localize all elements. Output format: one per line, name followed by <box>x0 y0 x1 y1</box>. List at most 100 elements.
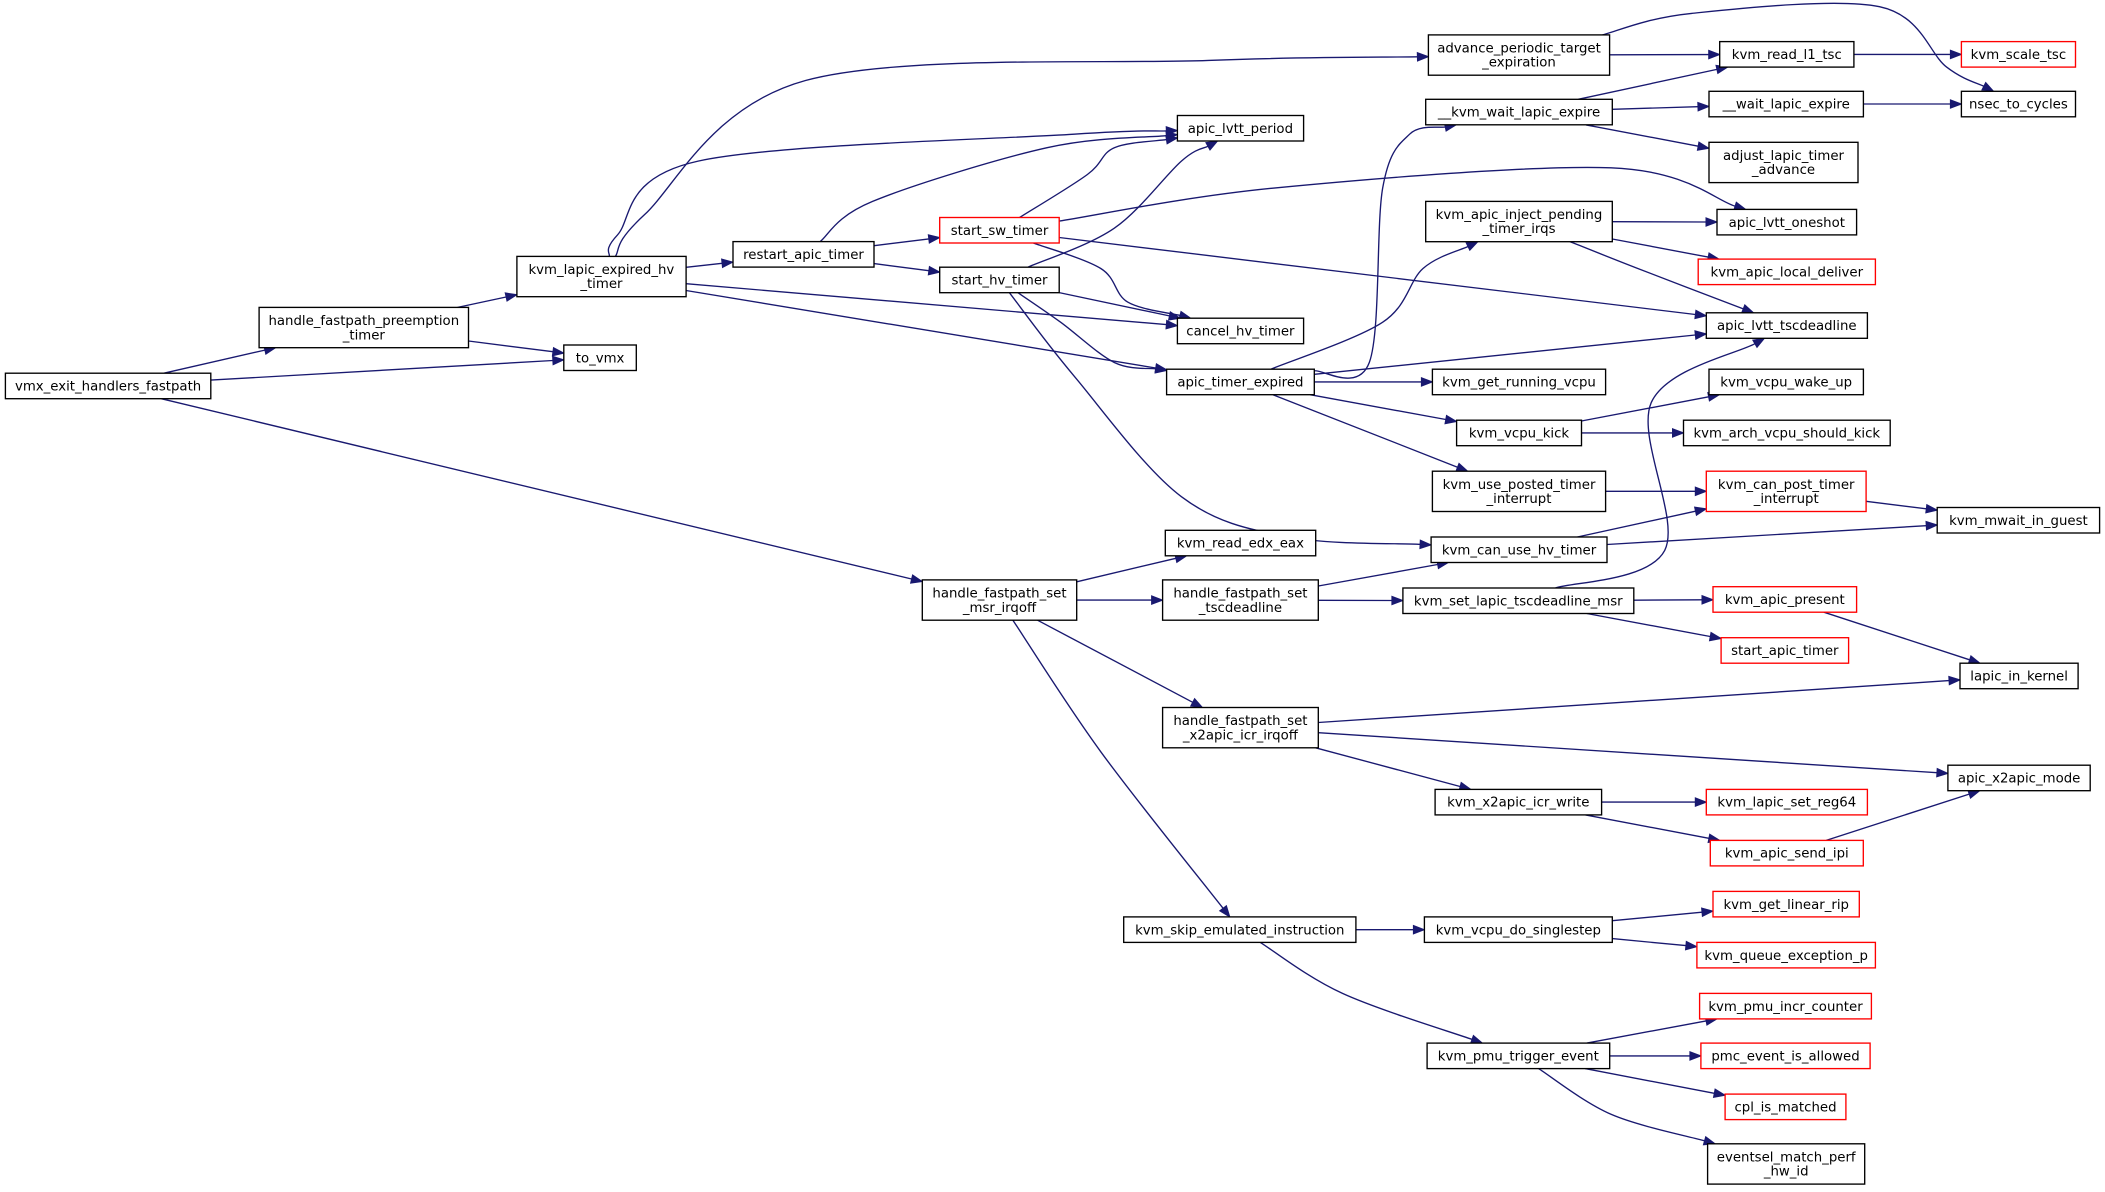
edge-arrowhead <box>1740 304 1755 314</box>
node-kvm_apic_send_ipi[interactable]: kvm_apic_send_ipi <box>1709 839 1864 867</box>
edge-arrowhead <box>1465 240 1480 252</box>
node-handle_fastpath_set_x2apic_icr_irqoff[interactable]: handle_fastpath_set_x2apic_icr_irqoff <box>1161 706 1319 749</box>
edge-handle_fastpath_set_msr_irqoff-to-handle_fastpath_set_tscdeadline <box>1076 595 1165 606</box>
edge-line <box>685 283 1167 326</box>
edge-start_hv_timer-to-apic_timer_expired <box>1017 292 1168 374</box>
node-label: kvm_skip_emulated_instruction <box>1135 923 1344 938</box>
node-box <box>1427 34 1611 76</box>
node-kvm_mwait_in_guest[interactable]: kvm_mwait_in_guest <box>1936 506 2101 534</box>
node-kvm_apic_inject_pending_timer_irqs[interactable]: kvm_apic_inject_pending_timer_irqs <box>1425 200 1613 243</box>
edge-line <box>1555 343 1756 589</box>
node-box <box>1434 788 1603 816</box>
node-kvm_queue_exception_p[interactable]: kvm_queue_exception_p <box>1696 941 1877 969</box>
node-kvm_set_lapic_tscdeadline_msr[interactable]: kvm_set_lapic_tscdeadline_msr <box>1402 587 1635 615</box>
edge-arrowhead <box>1694 309 1708 320</box>
node-eventsel_match_perf_hw_id[interactable]: eventsel_match_perf_hw_id <box>1706 1143 1866 1185</box>
edge-line <box>1076 557 1177 583</box>
edge-arrowhead <box>1420 376 1434 387</box>
node-box <box>1161 579 1319 621</box>
node-kvm_x2apic_icr_write[interactable]: kvm_x2apic_icr_write <box>1434 788 1603 816</box>
edge-kvm_vcpu_kick-to-kvm_arch_vcpu_should_kick <box>1581 427 1685 438</box>
edge-line <box>1612 911 1703 922</box>
node-kvm_can_post_timer_interrupt[interactable]: kvm_can_post_timer_interrupt <box>1705 470 1867 513</box>
node-advance_periodic_target_expiration[interactable]: advance_periodic_target_expiration <box>1427 34 1611 76</box>
edge-kvm_lapic_expired_hv_timer-to-apic_timer_expired <box>685 289 1168 373</box>
node-kvm_vcpu_kick[interactable]: kvm_vcpu_kick <box>1455 419 1583 447</box>
node-kvm_use_posted_timer_interrupt[interactable]: kvm_use_posted_timer_interrupt <box>1431 470 1607 513</box>
edge-line <box>1037 619 1194 703</box>
node-box <box>1724 1093 1847 1121</box>
edge-line <box>1577 510 1696 538</box>
edge-line <box>1612 937 1686 947</box>
edge-line <box>1612 106 1699 110</box>
edge-line <box>1314 126 1446 379</box>
node-kvm_skip_emulated_instruction[interactable]: kvm_skip_emulated_instruction <box>1123 916 1357 944</box>
edge-handle_fastpath_preemption_timer-to-kvm_lapic_expired_hv_timer <box>457 292 519 309</box>
node-label: kvm_apic_send_ipi <box>1725 847 1849 862</box>
node-to_vmx[interactable]: to_vmx <box>563 344 637 372</box>
edge-arrowhead <box>1697 101 1711 112</box>
node-label: kvm_pmu_trigger_event <box>1438 1050 1599 1065</box>
node-kvm_pmu_incr_counter[interactable]: kvm_pmu_incr_counter <box>1698 992 1873 1020</box>
node-label: kvm_read_l1_tsc <box>1732 48 1842 63</box>
node-kvm_can_use_hv_timer[interactable]: kvm_can_use_hv_timer <box>1430 536 1608 564</box>
node-restart_apic_timer[interactable]: restart_apic_timer <box>732 240 875 268</box>
node-box <box>1705 470 1867 513</box>
node-cpl_is_matched[interactable]: cpl_is_matched <box>1724 1093 1847 1121</box>
node-start_hv_timer[interactable]: start_hv_timer <box>939 266 1060 294</box>
node-kvm_apic_present[interactable]: kvm_apic_present <box>1712 586 1858 613</box>
node-label: kvm_get_linear_rip <box>1723 898 1849 913</box>
node-kvm_read_l1_tsc[interactable]: kvm_read_l1_tsc <box>1719 40 1855 68</box>
edge-kvm_apic_inject_pending_timer_irqs-to-apic_lvtt_tscdeadline <box>1569 240 1755 314</box>
node-apic_lvtt_period[interactable]: apic_lvtt_period <box>1176 114 1305 142</box>
node-apic_lvtt_oneshot[interactable]: apic_lvtt_oneshot <box>1716 208 1858 236</box>
node-cancel_hv_timer[interactable]: cancel_hv_timer <box>1176 317 1305 345</box>
node-apic_lvtt_tscdeadline[interactable]: apic_lvtt_tscdeadline <box>1705 312 1869 339</box>
node-kvm_lapic_expired_hv_timer[interactable]: kvm_lapic_expired_hv_timer <box>516 255 687 298</box>
node-pmc_event_is_allowed[interactable]: pmc_event_is_allowed <box>1700 1042 1871 1070</box>
edge-line <box>685 262 723 268</box>
edge-apic_timer_expired-to-__kvm_wait_lapic_expire <box>1314 122 1458 379</box>
edge-restart_apic_timer-to-start_sw_timer <box>873 234 942 247</box>
edge-restart_apic_timer-to-start_hv_timer <box>873 262 942 276</box>
edge-line <box>1012 619 1224 909</box>
node-lapic_in_kernel[interactable]: lapic_in_kernel <box>1959 662 2079 690</box>
node-label: _x2apic_icr_irqoff <box>1182 728 1299 743</box>
node-start_sw_timer[interactable]: start_sw_timer <box>939 216 1060 244</box>
edge-arrowhead <box>909 574 924 584</box>
node-__wait_lapic_expire[interactable]: __wait_lapic_expire <box>1708 90 1865 118</box>
edge-line <box>161 398 912 580</box>
node-kvm_scale_tsc[interactable]: kvm_scale_tsc <box>1960 40 2077 68</box>
node-adjust_lapic_timer_advance[interactable]: adjust_lapic_timer_advance <box>1708 141 1859 184</box>
node-nsec_to_cycles[interactable]: nsec_to_cycles <box>1960 90 2077 118</box>
edge-start_sw_timer-to-apic_lvtt_period <box>1019 134 1179 219</box>
edge-arrowhead <box>1205 140 1219 151</box>
node-kvm_apic_local_deliver[interactable]: kvm_apic_local_deliver <box>1697 258 1877 286</box>
edge-kvm_vcpu_do_singlestep-to-kvm_queue_exception_p <box>1612 937 1699 951</box>
node-kvm_arch_vcpu_should_kick[interactable]: kvm_arch_vcpu_should_kick <box>1682 419 1891 447</box>
node-handle_fastpath_set_msr_irqoff[interactable]: handle_fastpath_set_msr_irqoff <box>921 579 1078 621</box>
node-kvm_lapic_set_reg64[interactable]: kvm_lapic_set_reg64 <box>1705 788 1869 816</box>
node-__kvm_wait_lapic_expire[interactable]: __kvm_wait_lapic_expire <box>1425 98 1613 126</box>
node-kvm_get_running_vcpu[interactable]: kvm_get_running_vcpu <box>1431 368 1607 396</box>
node-kvm_vcpu_wake_up[interactable]: kvm_vcpu_wake_up <box>1708 368 1865 396</box>
edge-line <box>1612 238 1709 258</box>
node-label: kvm_mwait_in_guest <box>1949 514 2088 529</box>
node-apic_x2apic_mode[interactable]: apic_x2apic_mode <box>1947 764 2091 792</box>
node-kvm_vcpu_do_singlestep[interactable]: kvm_vcpu_do_singlestep <box>1423 916 1613 944</box>
node-kvm_get_linear_rip[interactable]: kvm_get_linear_rip <box>1712 890 1860 918</box>
node-handle_fastpath_preemption_timer[interactable]: handle_fastpath_preemption_timer <box>258 306 470 349</box>
node-start_apic_timer[interactable]: start_apic_timer <box>1720 637 1850 664</box>
node-label: apic_x2apic_mode <box>1958 772 2081 787</box>
node-kvm_pmu_trigger_event[interactable]: kvm_pmu_trigger_event <box>1426 1042 1611 1070</box>
node-box <box>1123 916 1357 944</box>
node-vmx_exit_handlers_fastpath: vmx_exit_handlers_fastpath <box>4 372 212 400</box>
edge-handle_fastpath_set_tscdeadline-to-kvm_set_lapic_tscdeadline_msr <box>1318 595 1405 606</box>
node-handle_fastpath_set_tscdeadline[interactable]: handle_fastpath_set_tscdeadline <box>1161 579 1319 621</box>
edge-arrowhead <box>1672 427 1685 438</box>
node-kvm_read_edx_eax[interactable]: kvm_read_edx_eax <box>1164 529 1317 557</box>
edge-handle_fastpath_set_x2apic_icr_irqoff-to-apic_x2apic_mode <box>1318 732 1950 778</box>
edge-line <box>819 135 1167 243</box>
node-apic_timer_expired[interactable]: apic_timer_expired <box>1165 368 1315 396</box>
node-box <box>1161 706 1319 749</box>
